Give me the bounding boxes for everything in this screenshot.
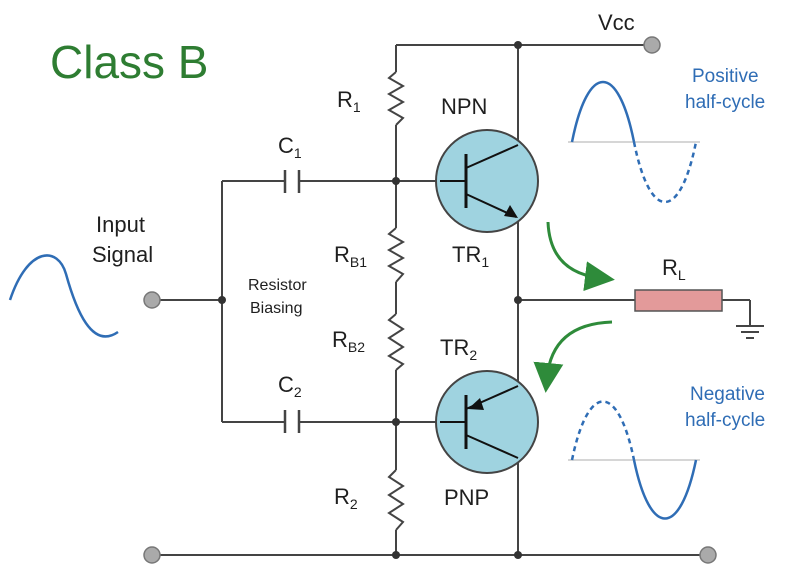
ground-icon: [736, 325, 764, 339]
ground-right-terminal: [699, 546, 717, 564]
r1-resistor: [386, 71, 406, 126]
resistors: [386, 71, 406, 531]
r1-label: R1: [337, 87, 361, 115]
r2-resistor: [387, 469, 405, 531]
negative-label-line1: Negative: [690, 384, 765, 405]
rb2-resistor: [387, 313, 405, 371]
c1-label: C1: [278, 133, 302, 161]
current-arrow-down-right: [546, 221, 615, 292]
capacitors: [283, 170, 301, 433]
positive-label-line2: half-cycle: [685, 92, 765, 113]
negative-waveform: [568, 400, 700, 520]
terminals: [143, 36, 717, 564]
tr1-npn-transistor: [435, 129, 539, 233]
ground-left-terminal: [143, 546, 161, 564]
input-sine-wave: [8, 254, 119, 338]
title: Class B: [50, 36, 208, 88]
pnp-label: PNP: [444, 485, 489, 510]
vcc-terminal: [643, 36, 661, 54]
c2-label: C2: [278, 372, 302, 400]
biasing-label-line1: Resistor: [248, 277, 307, 294]
tr2-pnp-transistor: [435, 370, 539, 474]
positive-label-line1: Positive: [692, 66, 759, 87]
rb1-resistor: [386, 227, 406, 283]
junction-dots: [218, 41, 522, 559]
load-resistor: [634, 289, 723, 312]
rb2-label: RB2: [332, 327, 365, 355]
tr1-label: TR1: [452, 242, 489, 270]
current-arrow-down-left: [533, 320, 613, 393]
input-label-line2: Signal: [92, 242, 153, 267]
vcc-label: Vcc: [598, 10, 635, 35]
rb1-label: RB1: [334, 242, 367, 270]
rl-label: RL: [662, 255, 686, 283]
biasing-label-line2: Biasing: [250, 300, 302, 317]
wires: [152, 44, 751, 556]
npn-label: NPN: [441, 94, 487, 119]
input-terminal: [143, 291, 161, 309]
current-arrows: [533, 221, 615, 393]
negative-label-line2: half-cycle: [685, 410, 765, 431]
r2-label: R2: [334, 484, 358, 512]
tr2-label: TR2: [440, 335, 477, 363]
input-label-line1: Input: [96, 212, 145, 237]
positive-waveform: [568, 80, 700, 204]
